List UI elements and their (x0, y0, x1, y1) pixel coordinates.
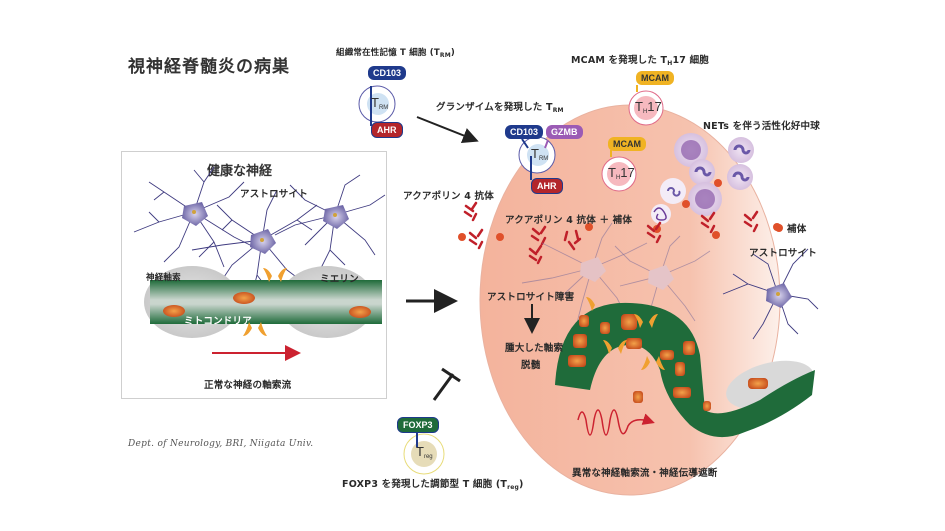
astrocyte-icon (274, 174, 386, 271)
trm-cell (358, 85, 396, 126)
aqp4-antibody-label: アクアポリン 4 抗体 (403, 191, 494, 202)
ahr-marker: AHR (531, 178, 563, 194)
cd103-marker: CD103 (505, 125, 544, 139)
abnormal-flow-label: 異常な神経軸索流・神経伝導遮断 (572, 468, 718, 479)
mcam-marker: MCAM (608, 137, 646, 151)
astrocyte-damage-label: アストロサイト障害 (487, 292, 575, 303)
demyelination-label: 脱髄 (521, 360, 541, 371)
gzmb-trm-cell-label: TRM (531, 146, 549, 162)
gzmb-trm-cell (518, 136, 556, 180)
complement-legend-icon (775, 224, 783, 232)
astrocyte-label: アストロサイト (240, 189, 308, 200)
normal-flow-label: 正常な神経の軸索流 (204, 380, 292, 391)
astrocyte-icon (722, 248, 819, 340)
lesion-astrocyte-label: アストロサイト (749, 248, 817, 259)
complement-legend-label: 補体 (787, 224, 807, 235)
cd103-marker: CD103 (368, 66, 407, 80)
th17-cell (628, 85, 664, 126)
neutrophil-caption: NETs を伴う活性化好中球 (703, 121, 820, 132)
aqp4-channel-icon (243, 322, 267, 336)
trm-caption: 組織常在性記憶 T 細胞 (TRM) (336, 48, 455, 59)
damaged-astrocyte-icon (614, 235, 711, 322)
th17-cell (601, 150, 637, 192)
th17-cell-label: TH17 (608, 165, 635, 181)
treg-caption: FOXP3 を発現した調節型 T 細胞 (Treg) (342, 479, 524, 491)
healthy-nerve-panel: 健康な神経 (121, 151, 387, 399)
damaged-astrocyte-icon (521, 222, 648, 324)
foxp3-marker: FOXP3 (397, 417, 439, 433)
diagram-title: 視神経脊髄炎の病巣 (128, 57, 290, 77)
aqp4-cluster (586, 297, 665, 370)
mitochondrion-icon (233, 292, 255, 304)
swollen-axon-label: 腫大した軸索 (505, 343, 564, 354)
trm-cell-label: TRM (371, 95, 389, 111)
aqp4-channel-icon (263, 268, 287, 282)
mitochondria-cluster (568, 314, 768, 411)
th17-caption: MCAM を発現した TH17 細胞 (571, 55, 709, 67)
mcam-marker: MCAM (636, 71, 674, 85)
mitochondrion-icon (163, 305, 185, 317)
axon-label: 神経軸索 (146, 273, 181, 283)
th17-cell-label: TH17 (635, 99, 662, 115)
astrocyte-icon (191, 189, 318, 296)
astrocyte-icon (133, 166, 255, 268)
inhibition-symbol (432, 367, 461, 401)
gzmb-trm-caption: グランザイムを発現した TRM (436, 102, 564, 114)
healthy-nerve-illustration (133, 166, 386, 361)
credit-text: Dept. of Neurology, BRI, Niigata Univ. (128, 439, 314, 449)
aqp4-complement-label: アクアポリン 4 抗体 ＋ 補体 (505, 215, 633, 226)
axon (150, 280, 382, 324)
myelin-label: ミエリン (320, 274, 359, 285)
abnormal-flow-arrow (577, 409, 655, 436)
ahr-marker: AHR (371, 122, 403, 138)
treg-cell-label: Treg (416, 444, 433, 460)
gzmb-marker: GZMB (546, 125, 583, 139)
neutrophil-cluster (651, 133, 754, 224)
healthy-nerve-title: 健康な神経 (207, 164, 273, 179)
trm-migration-arrow (416, 116, 479, 144)
mitochondria-label: ミトコンドリア (184, 316, 252, 327)
mitochondrion-icon (349, 306, 371, 318)
treg-cell (403, 430, 445, 475)
aqp4-antibodies (463, 201, 759, 265)
